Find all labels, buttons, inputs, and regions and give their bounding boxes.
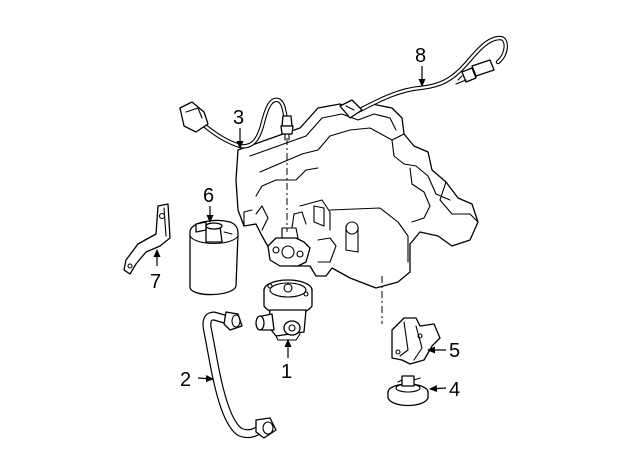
callout-6: 6 bbox=[203, 185, 214, 207]
leader-2 bbox=[197, 375, 214, 383]
callout-8: 8 bbox=[415, 45, 426, 67]
oxygen-sensor-front-icon bbox=[179, 97, 294, 149]
callout-7: 7 bbox=[150, 271, 161, 293]
oxygen-sensor-rear-icon bbox=[339, 35, 508, 119]
callout-4: 4 bbox=[449, 379, 460, 401]
canister-bracket-icon bbox=[123, 203, 171, 275]
intake-manifold-icon bbox=[235, 103, 479, 289]
egr-valve-icon bbox=[255, 279, 313, 341]
callout-1: 1 bbox=[281, 361, 292, 383]
vacuum-modulator-icon bbox=[387, 375, 429, 407]
egr-tube-icon bbox=[202, 311, 277, 439]
mounting-bracket-icon bbox=[391, 317, 441, 365]
callout-5: 5 bbox=[449, 340, 460, 362]
vapor-canister-icon bbox=[189, 219, 239, 296]
callout-2: 2 bbox=[180, 369, 191, 391]
callout-3: 3 bbox=[233, 107, 244, 129]
leader-4 bbox=[429, 385, 447, 393]
